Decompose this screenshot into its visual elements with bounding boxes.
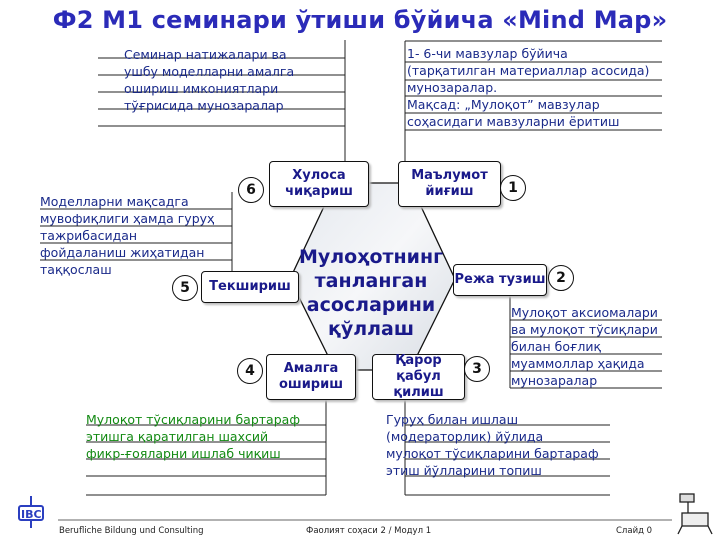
node-5-number: 5 bbox=[172, 275, 198, 301]
note-bottom-right: Гуруҳ билан ишлаш (модераторлик) йўлида … bbox=[386, 412, 599, 478]
footer-activity: Фаолият соҳаси 2 / Модул 1 bbox=[306, 526, 432, 536]
node-6-box: Хулоса чиқариш bbox=[269, 161, 369, 207]
node-2-box: Режа тузиш bbox=[453, 264, 547, 296]
node-5-box: Текшириш bbox=[201, 271, 299, 303]
node-6-number: 6 bbox=[238, 177, 264, 203]
footer-slide: Слайд 0 bbox=[616, 526, 653, 536]
projector-icon bbox=[677, 493, 713, 535]
center-topic: Мулоҳотнинг танланган асосларини қўллаш bbox=[298, 246, 444, 340]
note-mid-left: Моделларни мақсадга мувофиқлиги ҳамда гу… bbox=[40, 194, 215, 277]
note-top-right: 1- 6-чи мавзулар бўйича (тарқатилган мат… bbox=[407, 46, 650, 129]
page-title: Ф2 М1 семинари ўтиши бўйича «Mind Map» bbox=[52, 6, 668, 34]
node-1-box: Маълумот йиғиш bbox=[398, 161, 501, 207]
node-4-box: Амалга ошириш bbox=[266, 354, 356, 400]
node-3-number: 3 bbox=[464, 356, 490, 382]
node-4-number: 4 bbox=[237, 358, 263, 384]
note-bottom-left: Мулоқот тўсиқларини бартараф этишга қара… bbox=[86, 412, 301, 461]
ibc-logo bbox=[18, 496, 44, 528]
footer-org: Berufliche Bildung und Consulting bbox=[59, 526, 204, 536]
logo-lettering: IBC bbox=[21, 508, 42, 521]
node-3-box: Қарор қабул қилиш bbox=[372, 353, 465, 400]
note-top-left: Семинар натижалари ва ушбу моделларни ам… bbox=[124, 47, 295, 113]
node-2-number: 2 bbox=[548, 265, 574, 291]
node-1-number: 1 bbox=[500, 175, 526, 201]
note-mid-right: Мулоқот аксиомалари ва мулоқот тўсиқлари… bbox=[511, 305, 658, 388]
